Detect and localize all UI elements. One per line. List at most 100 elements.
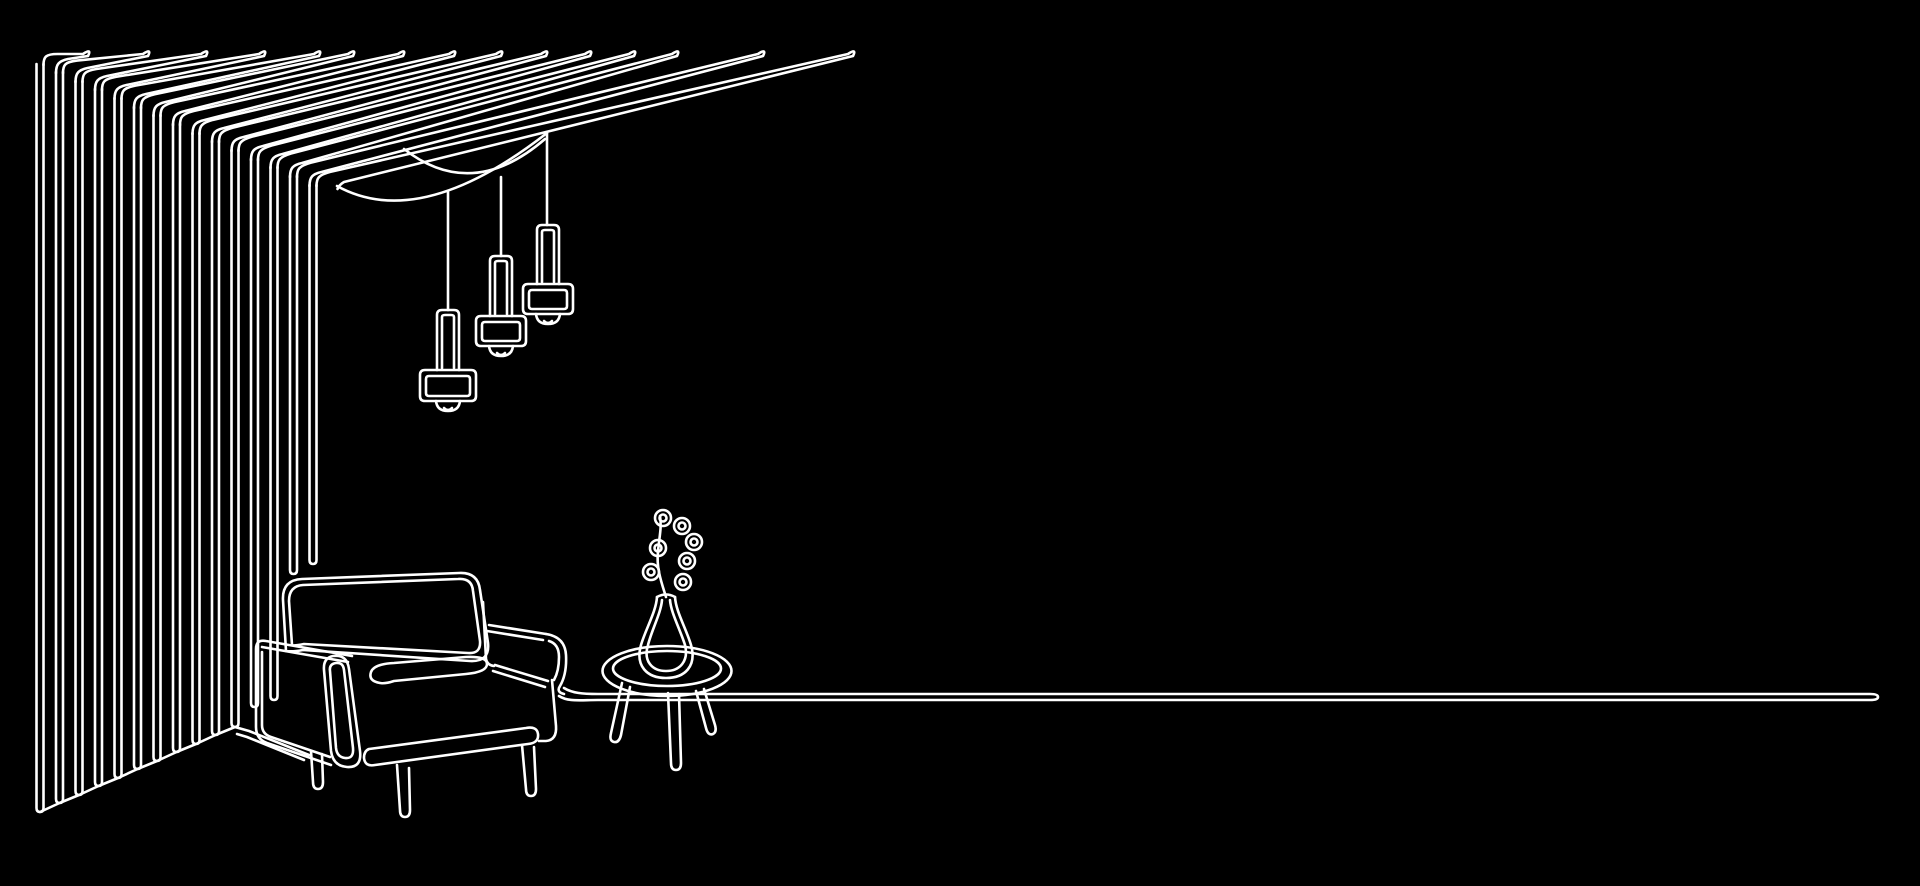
slat-baseline xyxy=(38,725,311,814)
lamp-bulb-mark xyxy=(542,319,554,325)
armchair xyxy=(254,571,568,819)
wall-slat xyxy=(191,131,201,746)
lamp-cord-swag-cross xyxy=(402,137,547,175)
wall-slat xyxy=(35,62,45,814)
vase xyxy=(638,593,694,680)
lamp-body-outline xyxy=(418,368,478,403)
chair-leg-front xyxy=(395,763,412,819)
chair-back-right-joint xyxy=(481,600,496,668)
chair-left-arm-front-inner xyxy=(328,661,355,760)
table-leg-left xyxy=(609,681,632,744)
floor-line xyxy=(557,686,1880,702)
plant-leaf-loop xyxy=(673,572,693,592)
lamp-body-inner-line xyxy=(480,320,522,343)
ceiling-slat xyxy=(139,50,356,118)
lamp-body-inner-line xyxy=(424,374,472,398)
lamp-neck-outline xyxy=(435,308,461,372)
ceiling-slat xyxy=(100,50,267,101)
lamp-cord-swag-long xyxy=(335,131,549,202)
plant-leaf-loop-inner xyxy=(678,577,688,587)
wall-slat xyxy=(74,79,84,797)
chair-leg-back-left xyxy=(309,749,325,791)
wall-slats xyxy=(35,62,318,814)
ceiling-slat xyxy=(42,50,91,75)
plant-leaf-loop-inner xyxy=(653,543,663,553)
ceiling-slat xyxy=(237,50,593,162)
pendant-lamp-right xyxy=(521,223,575,326)
plant-leaf-loop xyxy=(641,562,661,582)
vase-outline xyxy=(638,595,694,680)
ceiling-slat xyxy=(120,50,322,110)
ceiling-slat xyxy=(276,50,680,179)
side-table xyxy=(601,644,733,772)
chair-right-arm-diagonal-line xyxy=(491,669,547,689)
chair-right-arm-top-line xyxy=(485,629,545,642)
lamp-body-inner-line xyxy=(527,288,569,311)
lamp-bulb-mark xyxy=(495,351,507,357)
vase-inner-line xyxy=(645,598,688,673)
chair-left-arm-top-line xyxy=(260,645,350,664)
plant-leaf-loop xyxy=(672,516,692,536)
lamp-bulb-mark xyxy=(442,406,454,412)
lamp-neck-outline xyxy=(488,254,514,318)
plant-leaf-loop-inner xyxy=(646,567,656,577)
lamp-neck-inner-line xyxy=(540,228,556,284)
ceiling-slat xyxy=(256,50,637,170)
pendant-lamp-left xyxy=(418,308,478,413)
chair-right-arm-roll-inner xyxy=(547,639,561,682)
wall-slat xyxy=(54,70,65,805)
pendant-lamp-middle xyxy=(474,254,528,358)
chair-leg-right xyxy=(520,743,538,798)
wall-slat xyxy=(288,174,299,576)
lamp-neck-inner-line xyxy=(493,259,509,316)
chair-right-arm-top xyxy=(487,623,548,636)
wall-slat xyxy=(152,113,162,763)
wall-slat xyxy=(230,148,240,729)
floor-line xyxy=(557,686,1880,702)
table-leg-right xyxy=(694,687,717,736)
chair-left-arm-inner-line xyxy=(260,650,332,759)
ceiling-slat xyxy=(315,50,856,191)
chair-left-arm-outline xyxy=(254,639,354,767)
plant-leaf-loop xyxy=(648,538,668,558)
chair-right-frame-edge xyxy=(537,678,558,743)
chair-back-inner-line xyxy=(287,577,482,655)
plant-sprig xyxy=(641,508,704,599)
lamp-neck-inner-line xyxy=(440,313,456,370)
ceiling-slat xyxy=(81,50,209,92)
ceiling-slat xyxy=(217,50,549,153)
wall-slat xyxy=(308,183,318,566)
plant-leaf-loop xyxy=(684,532,704,552)
wall-slat xyxy=(93,87,104,788)
plant-leaf-loop-inner xyxy=(658,513,668,523)
wall-slat xyxy=(269,165,279,702)
plant-leaf-loop-inner xyxy=(682,556,692,566)
chair-front-rail xyxy=(362,726,540,767)
ceiling-slats xyxy=(42,50,856,191)
ceiling-slat xyxy=(178,50,457,136)
plant-leaf-loop-inner xyxy=(677,521,687,531)
wall-slat xyxy=(210,139,221,737)
ceiling-slat xyxy=(159,50,406,127)
ceiling-slat xyxy=(198,50,504,144)
ceiling-slat xyxy=(61,50,151,84)
pendant-lamp-swag xyxy=(335,131,549,312)
ceiling-slat xyxy=(295,50,766,188)
plant-leaf-loop-inner xyxy=(689,537,699,547)
chair-back-outline xyxy=(281,571,490,663)
table-top-inner-rim xyxy=(611,649,723,688)
chair-seat-edge xyxy=(369,655,489,685)
wall-slat xyxy=(171,122,182,754)
wall-slat xyxy=(132,105,143,771)
wall-slat xyxy=(249,157,260,709)
slat-baseline-return xyxy=(235,732,306,762)
table-leg-middle xyxy=(666,691,683,772)
chair-left-arm-front-outline xyxy=(322,654,362,769)
slat-baseline xyxy=(38,725,311,814)
chair-right-arm-diagonal xyxy=(493,663,550,683)
plant-leaf-loop xyxy=(677,551,697,571)
lamp-body-outline xyxy=(474,314,528,348)
lamp-neck-outline xyxy=(535,223,561,286)
